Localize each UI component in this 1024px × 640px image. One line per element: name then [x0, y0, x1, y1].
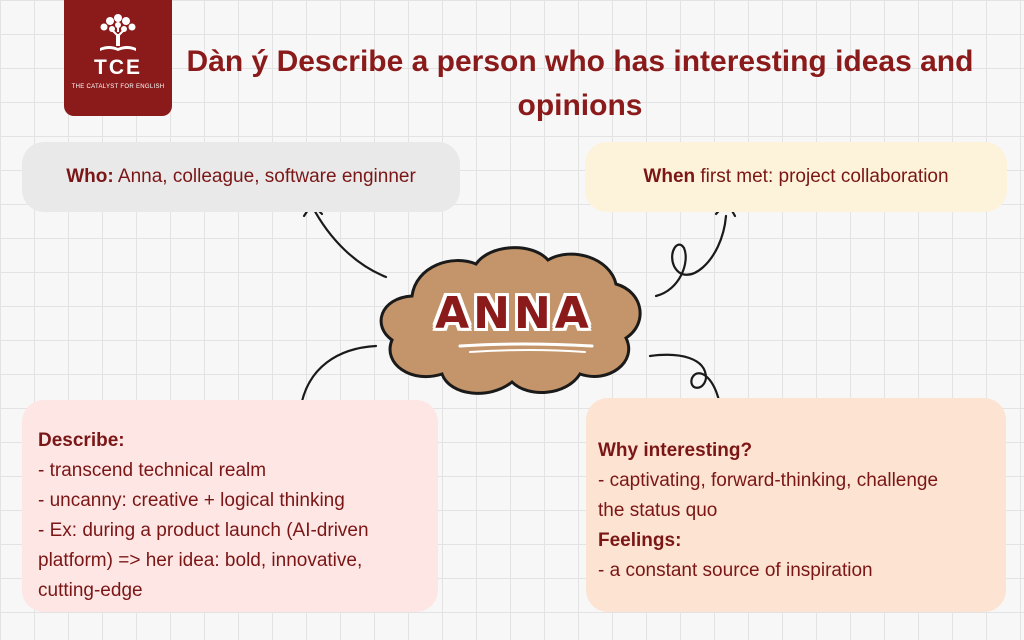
why-box: Why interesting? - captivating, forward-…	[586, 398, 1006, 612]
who-text: Anna, colleague, software enginner	[113, 166, 416, 187]
logo-name: TCE	[94, 56, 142, 79]
cloud-shape	[379, 246, 642, 395]
tce-logo: TCE THE CATALYST FOR ENGLISH	[64, 0, 172, 116]
describe-line: - Ex: during a product launch (AI-driven	[38, 520, 369, 541]
logo-tagline: THE CATALYST FOR ENGLISH	[71, 84, 165, 90]
when-label: When	[643, 166, 696, 187]
describe-label: Describe:	[38, 430, 125, 451]
who-box: Who: Anna, colleague, software enginner	[22, 142, 460, 212]
describe-line: platform) => her idea: bold, innovative,	[38, 550, 363, 571]
describe-line: - uncanny: creative + logical thinking	[38, 490, 345, 511]
describe-line: - transcend technical realm	[38, 460, 267, 481]
arrow-to-who	[310, 204, 388, 279]
describe-line: cutting-edge	[38, 580, 143, 601]
why-label: Why interesting?	[598, 440, 753, 461]
arrow-to-why	[648, 353, 724, 420]
describe-box: Describe: - transcend technical realm - …	[22, 400, 438, 612]
feelings-line: - a constant source of inspiration	[598, 560, 873, 581]
arrow-to-when	[654, 214, 728, 298]
tree-icon	[100, 14, 136, 51]
when-text: first met: project collaboration	[695, 166, 949, 187]
why-line: - captivating, forward-thinking, challen…	[598, 470, 939, 491]
why-line: the status quo	[598, 500, 718, 521]
when-box: When first met: project collaboration	[585, 142, 1007, 212]
arrow-to-describe	[298, 344, 378, 414]
feelings-label: Feelings:	[598, 530, 682, 551]
center-node-anna: ANNA	[435, 288, 593, 339]
page-title: Dàn ý Describe a person who has interest…	[186, 45, 974, 122]
who-label: Who:	[66, 166, 114, 187]
